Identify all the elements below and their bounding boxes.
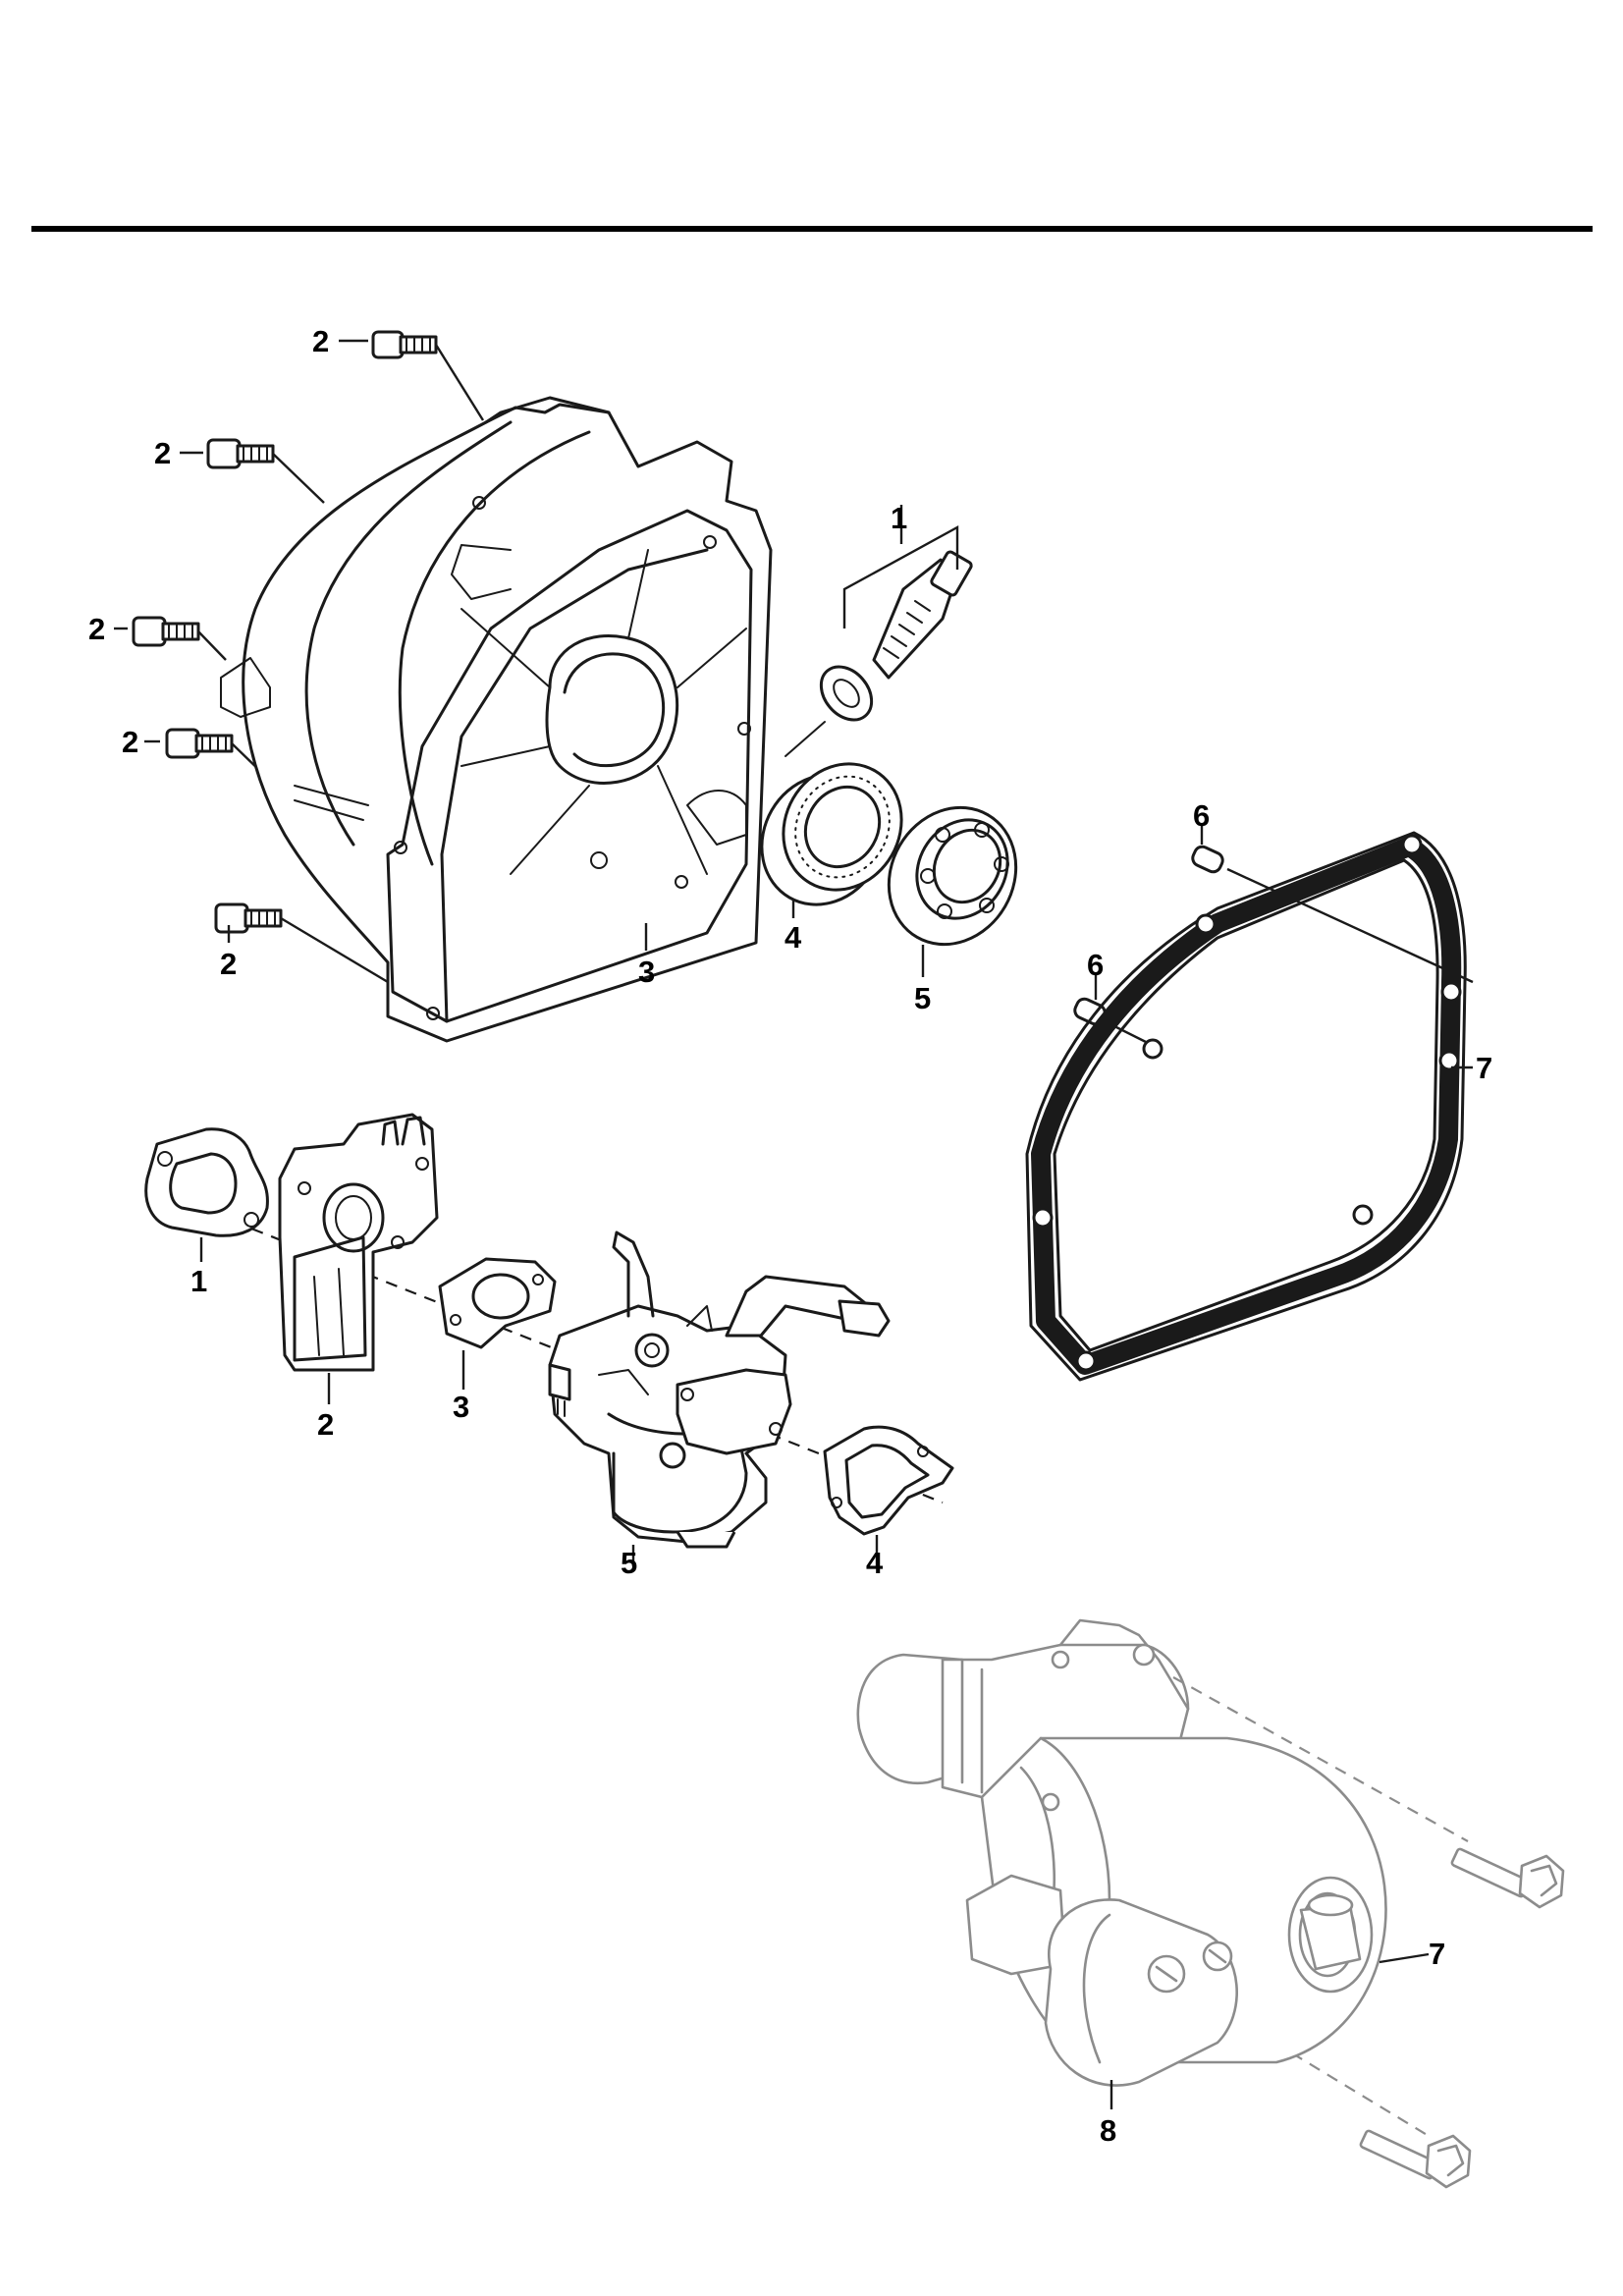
flange-bolt-e bbox=[214, 902, 283, 934]
callout-cover-gasket: 7 bbox=[1476, 1051, 1492, 1085]
callout-bolt-c: 2 bbox=[88, 612, 105, 646]
callout-dowel-mid: 6 bbox=[1087, 948, 1104, 982]
callout-starter-motor: 7 bbox=[1429, 1937, 1445, 1971]
callout-bolt-b: 2 bbox=[154, 436, 171, 470]
carb-bracket bbox=[278, 1113, 439, 1372]
callout-air-gasket: 4 bbox=[866, 1546, 884, 1580]
callout-oil-seal: 4 bbox=[784, 920, 802, 955]
sealing-washer bbox=[819, 665, 874, 722]
callout-crankcase-cover: 3 bbox=[638, 955, 655, 989]
callout-dowel-top: 6 bbox=[1193, 798, 1210, 833]
starter-group bbox=[856, 1618, 1565, 2189]
cover-gasket bbox=[1025, 831, 1467, 1382]
ball-bearing bbox=[887, 805, 1018, 947]
callout-bolt-e: 2 bbox=[220, 947, 237, 981]
callout-insulator-gasket: 1 bbox=[190, 1264, 207, 1298]
starter-bolt-bottom bbox=[1359, 2129, 1472, 2189]
flange-bolt-d bbox=[165, 728, 234, 759]
dowel-pin-top bbox=[1191, 845, 1224, 874]
air-cleaner-gasket bbox=[823, 1425, 954, 1536]
starter-bolt-top bbox=[1450, 1847, 1565, 1909]
crankcase-cover bbox=[220, 396, 773, 1043]
callout-carb-gasket: 3 bbox=[453, 1390, 469, 1424]
callout-bolt-d: 2 bbox=[122, 725, 138, 759]
callout-bracket: 2 bbox=[317, 1407, 334, 1442]
drain-plug bbox=[872, 550, 973, 680]
callout-drain-plug: 1 bbox=[891, 501, 907, 535]
callout-bearing: 5 bbox=[914, 981, 931, 1015]
carburetor-group bbox=[144, 1113, 954, 1566]
crankcase-cover-group bbox=[114, 330, 1474, 1382]
flange-bolt-a bbox=[371, 330, 438, 359]
carb-gasket bbox=[438, 1257, 557, 1349]
starter-solenoid bbox=[965, 1874, 1238, 2087]
insulator-gasket bbox=[144, 1127, 269, 1237]
callout-bolt-a: 2 bbox=[312, 324, 329, 358]
flange-bolt-c bbox=[132, 616, 200, 647]
callout-solenoid: 8 bbox=[1100, 2113, 1116, 2148]
callout-carburetor: 5 bbox=[621, 1546, 637, 1580]
flange-bolt-b bbox=[206, 438, 275, 469]
carburetor bbox=[548, 1230, 891, 1549]
oil-seal bbox=[760, 762, 903, 906]
